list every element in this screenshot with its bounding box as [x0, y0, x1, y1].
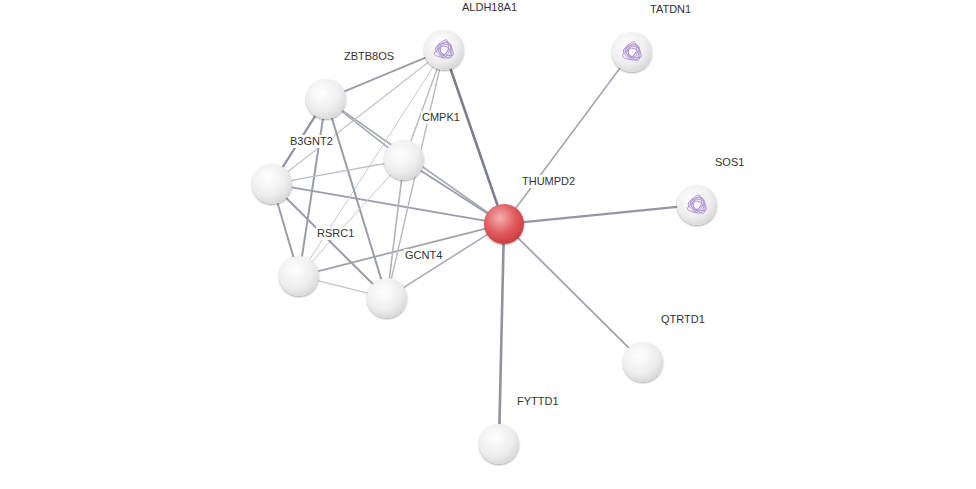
protein-node: ALDH18A1 [424, 30, 464, 70]
interaction-edge [312, 175, 390, 261]
node-label: GCNT4 [404, 249, 443, 262]
structure-icon [424, 30, 464, 70]
structure-trace [687, 195, 706, 213]
interaction-edge [332, 118, 381, 279]
interaction-edge [451, 69, 498, 205]
node-label: ALDH18A1 [461, 1, 518, 14]
node-label: QTRTD1 [660, 313, 706, 326]
protein-node: RSRC1 [279, 256, 319, 296]
protein-node: B3GNT2 [252, 164, 292, 204]
interaction-edge [292, 164, 385, 181]
node-label: RSRC1 [316, 227, 355, 240]
structure-trace [434, 40, 453, 58]
node-label: CMPK1 [421, 111, 461, 124]
node-label: SOS1 [714, 156, 745, 169]
interaction-edge [292, 187, 485, 220]
interaction-edge [342, 111, 388, 147]
interaction-edge [499, 244, 503, 424]
interaction-edge [318, 281, 367, 293]
node-label: TATDN1 [649, 3, 692, 16]
node-label: THUMPD2 [521, 175, 576, 188]
node-label: ZBTB8OS [343, 50, 395, 63]
interaction-edge [411, 69, 437, 141]
structure-icon [612, 32, 652, 72]
protein-node: TATDN1 [612, 32, 652, 72]
protein-node: FYTTD1 [479, 424, 519, 464]
protein-node: THUMPD2 [484, 204, 524, 244]
protein-node: SOS1 [677, 185, 717, 225]
node-label: FYTTD1 [516, 395, 560, 408]
interaction-edge [278, 203, 294, 257]
protein-node: ZBTB8OS [306, 79, 346, 119]
protein-node: QTRTD1 [623, 342, 663, 382]
structure-trace [622, 42, 641, 60]
interaction-edge [404, 235, 487, 288]
interaction-edge [421, 171, 487, 213]
interaction-edge [524, 207, 677, 222]
interaction-edge [516, 68, 620, 208]
interaction-edge [389, 180, 401, 278]
protein-node: CMPK1 [384, 140, 424, 180]
interaction-edge [518, 238, 629, 348]
protein-node: GCNT4 [367, 278, 407, 318]
structure-icon [677, 185, 717, 225]
interaction-edge [342, 110, 487, 212]
node-label: B3GNT2 [289, 135, 334, 148]
